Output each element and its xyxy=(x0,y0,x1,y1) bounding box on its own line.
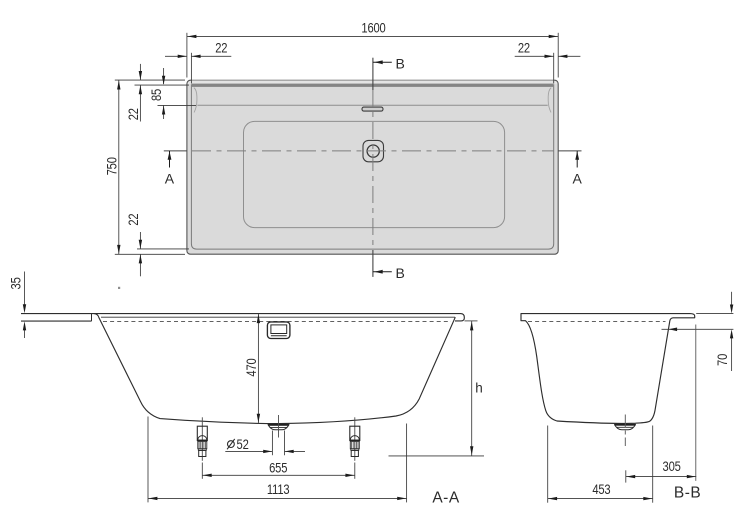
svg-text:B-B: B-B xyxy=(674,484,701,501)
svg-text:1600: 1600 xyxy=(361,20,385,35)
svg-text:35: 35 xyxy=(8,277,23,289)
svg-text:22: 22 xyxy=(126,213,141,225)
svg-text:70: 70 xyxy=(715,354,730,366)
svg-text:h: h xyxy=(475,380,482,395)
svg-text:52: 52 xyxy=(237,437,249,452)
svg-text:750: 750 xyxy=(104,157,119,175)
svg-text:A: A xyxy=(165,170,175,186)
svg-text:1113: 1113 xyxy=(267,482,290,497)
svg-text:85: 85 xyxy=(149,89,164,101)
svg-text:305: 305 xyxy=(663,459,681,474)
svg-text:22: 22 xyxy=(126,108,141,120)
svg-text:B: B xyxy=(395,265,404,281)
svg-text:453: 453 xyxy=(592,482,610,497)
svg-text:22: 22 xyxy=(518,40,530,55)
svg-text:22: 22 xyxy=(215,40,227,55)
svg-text:B: B xyxy=(395,55,404,71)
svg-text:655: 655 xyxy=(269,460,287,475)
svg-text:470: 470 xyxy=(244,358,259,376)
svg-text:A: A xyxy=(572,170,582,186)
svg-text:A-A: A-A xyxy=(432,490,460,507)
